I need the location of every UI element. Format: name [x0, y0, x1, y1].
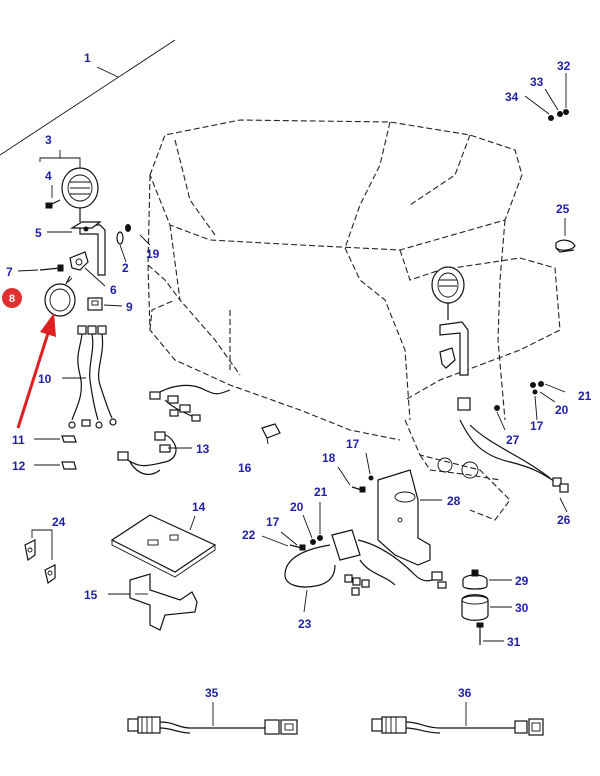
callout-34: 34: [505, 90, 519, 104]
leader-17c: [534, 395, 538, 421]
callout-25: 25: [556, 202, 570, 216]
callout-26: 26: [557, 513, 571, 527]
callout-14: 14: [192, 500, 206, 514]
callout-23: 23: [298, 617, 312, 631]
screws-center: [289, 475, 374, 551]
callout-29: 29: [515, 574, 529, 588]
harness-23: [284, 544, 336, 588]
clip-16: [261, 423, 281, 445]
bracket-15: [129, 573, 198, 631]
leader-21b: [544, 383, 566, 393]
leader-19: [139, 234, 151, 246]
work-lamp-right: [431, 266, 569, 493]
module-box: [331, 529, 370, 596]
callout-21b: 21: [578, 389, 592, 403]
callout-5: 5: [35, 226, 42, 240]
leader-34: [524, 95, 550, 115]
bracket-28: [377, 469, 431, 566]
callout-2: 2: [122, 261, 129, 275]
round-lamp-8: [44, 275, 76, 317]
callout-3: 3: [45, 133, 52, 147]
cable-36: [371, 716, 544, 736]
callout-17c: 17: [530, 419, 544, 433]
callout-17a: 17: [346, 437, 360, 451]
callout-16: 16: [238, 461, 252, 475]
callout-20a: 20: [290, 500, 304, 514]
clip-25: [555, 239, 576, 253]
highlight-arrow: [16, 313, 56, 429]
connector-11: [61, 435, 77, 443]
callout-30: 30: [515, 601, 529, 615]
harness-10: [68, 325, 117, 429]
leader-26: [559, 497, 568, 513]
bolt-4: [45, 199, 61, 209]
leader-1: [96, 66, 119, 78]
callout-12: 12: [12, 459, 26, 473]
harness-mid: [149, 384, 231, 422]
leader-18: [337, 466, 351, 486]
connector-9: [87, 297, 103, 311]
callout-11: 11: [12, 433, 25, 447]
callout-17b: 17: [266, 515, 280, 529]
callout-31: 31: [507, 635, 521, 649]
leader-24: [31, 529, 53, 560]
callout-33: 33: [530, 75, 544, 89]
clamp-6: [69, 251, 89, 271]
leader-6: [84, 267, 106, 287]
callout-8: 8: [9, 293, 15, 305]
fasteners-right: [494, 381, 544, 411]
leader-3: [39, 157, 81, 168]
callout-27: 27: [506, 433, 520, 447]
callout-28: 28: [447, 494, 461, 508]
boundary-line: [0, 39, 176, 156]
leader-27: [496, 411, 506, 431]
leader-33: [544, 88, 559, 111]
leader-14: [189, 515, 196, 531]
highlight-badge: 8: [2, 288, 22, 308]
harness-13: [117, 431, 177, 476]
screw-7: [39, 264, 64, 272]
plate-14: [110, 514, 217, 578]
cab-outline: [147, 119, 561, 521]
callout-19: 19: [146, 247, 160, 261]
callout-35: 35: [205, 686, 219, 700]
callout-13: 13: [196, 442, 210, 456]
leader-20b: [539, 391, 556, 403]
bolt-31: [476, 622, 484, 645]
cable-35: [127, 716, 298, 735]
leader-20a: [302, 514, 313, 539]
housing-30: [461, 594, 489, 621]
callout-1: 1: [84, 51, 91, 65]
washer-2: [116, 224, 131, 245]
callout-4: 4: [45, 169, 52, 183]
leader-23: [303, 589, 308, 613]
connector-12: [61, 461, 77, 470]
leader-17b: [280, 531, 298, 546]
fasteners-32-34: [548, 109, 569, 121]
callout-7: 7: [6, 265, 13, 279]
callout-9: 9: [126, 300, 133, 314]
connector-center: [431, 571, 447, 589]
callout-24: 24: [52, 515, 66, 529]
leader-2: [119, 244, 127, 263]
callout-6: 6: [110, 283, 117, 297]
work-lamp-left: [61, 167, 99, 222]
leader-7: [17, 269, 39, 272]
callout-18: 18: [322, 451, 336, 465]
harness-center-b: [359, 559, 396, 586]
callout-36: 36: [458, 686, 472, 700]
bushing-29: [462, 569, 488, 590]
leader-22: [261, 535, 289, 547]
bracket-5: [69, 221, 106, 276]
callout-21a: 21: [314, 485, 328, 499]
callout-32: 32: [557, 59, 571, 73]
callout-20b: 20: [555, 403, 569, 417]
callout-15: 15: [84, 588, 98, 602]
callout-22: 22: [242, 528, 256, 542]
leader-9: [103, 304, 123, 307]
leader-17a: [365, 452, 371, 475]
brackets-24: [24, 539, 56, 585]
callout-10: 10: [38, 372, 52, 386]
